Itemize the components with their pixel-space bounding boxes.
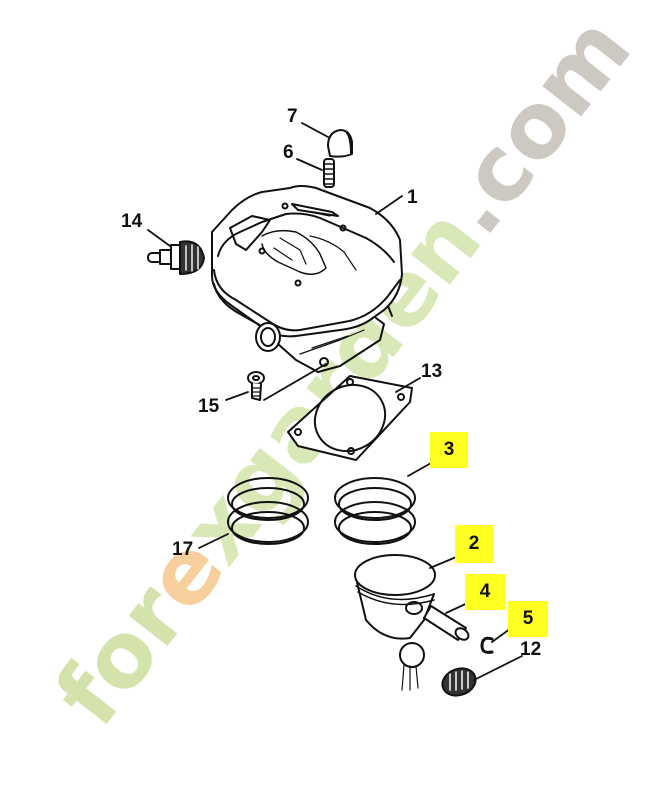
- callout-6: 6: [283, 142, 294, 163]
- callout-5: 5: [522, 608, 534, 629]
- callout-4: 4: [479, 581, 491, 602]
- piston-pin-icon: [423, 605, 470, 641]
- needle-cage-icon: [441, 667, 477, 697]
- stud-icon: [323, 158, 335, 188]
- callout-3-highlight: 3: [430, 432, 468, 468]
- circlip-icon: [480, 636, 494, 654]
- callout-17: 17: [172, 539, 194, 560]
- callout-1: 1: [407, 187, 418, 208]
- piston-icon: [354, 554, 436, 640]
- callout-4-highlight: 4: [465, 574, 505, 610]
- callout-2-highlight: 2: [455, 525, 493, 563]
- callout-13: 13: [421, 361, 443, 382]
- callout-7: 7: [287, 106, 298, 127]
- bearing-icon: [399, 642, 425, 691]
- piston-ring-set-icon: [227, 477, 309, 545]
- gasket-icon: [287, 375, 413, 461]
- piston-ring-icon: [334, 477, 416, 545]
- callout-2: 2: [468, 533, 480, 554]
- screw-icon: [247, 371, 265, 401]
- spark-plug-icon: [147, 240, 205, 275]
- callout-3: 3: [443, 439, 455, 460]
- cap-icon: [327, 129, 353, 158]
- callout-5-highlight: 5: [508, 601, 548, 637]
- callout-14: 14: [121, 211, 143, 232]
- callout-12: 12: [520, 639, 542, 660]
- callout-15: 15: [198, 396, 220, 417]
- cylinder-icon: [211, 185, 403, 373]
